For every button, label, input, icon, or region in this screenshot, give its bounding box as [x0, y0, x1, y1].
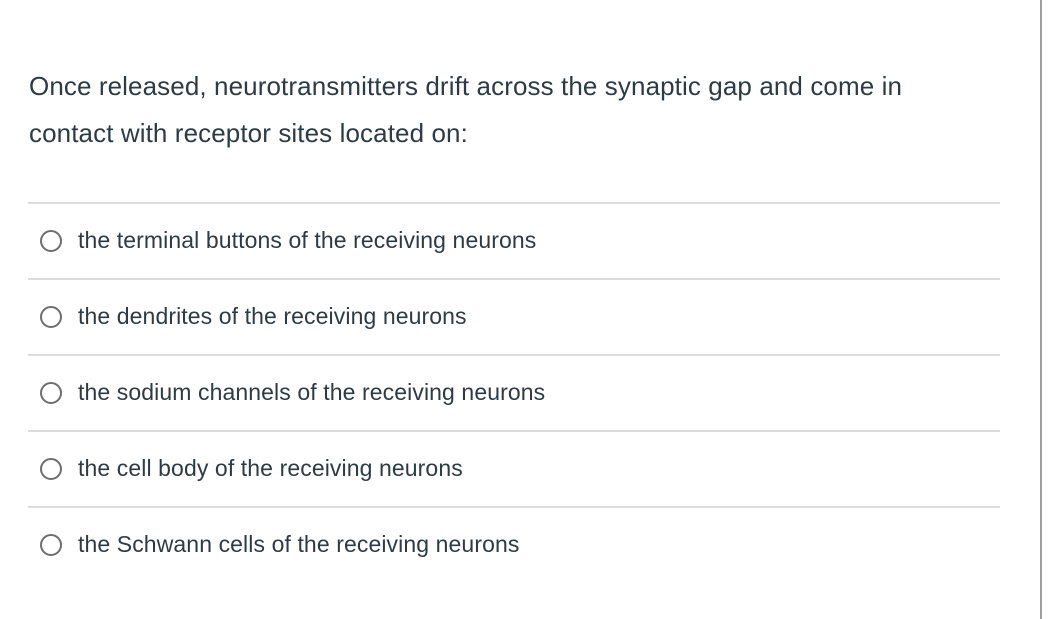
answer-option[interactable]: the cell body of the receiving neurons	[28, 430, 1000, 506]
option-label: the sodium channels of the receiving neu…	[78, 379, 546, 406]
option-label: the cell body of the receiving neurons	[78, 455, 463, 482]
option-label: the dendrites of the receiving neurons	[78, 303, 467, 330]
pane-border	[1040, 0, 1042, 619]
question-block: Once released, neurotransmitters drift a…	[29, 63, 979, 157]
answer-option[interactable]: the dendrites of the receiving neurons	[28, 278, 1000, 354]
option-label: the terminal buttons of the receiving ne…	[78, 227, 537, 254]
radio-button[interactable]	[40, 534, 62, 556]
radio-button[interactable]	[40, 306, 62, 328]
radio-button[interactable]	[40, 230, 62, 252]
answer-option[interactable]: the sodium channels of the receiving neu…	[28, 354, 1000, 430]
radio-button[interactable]	[40, 382, 62, 404]
radio-button[interactable]	[40, 458, 62, 480]
answer-options-list: the terminal buttons of the receiving ne…	[28, 202, 1000, 582]
option-label: the Schwann cells of the receiving neuro…	[78, 531, 520, 558]
question-text: Once released, neurotransmitters drift a…	[29, 71, 903, 148]
answer-option[interactable]: the Schwann cells of the receiving neuro…	[28, 506, 1000, 582]
answer-option[interactable]: the terminal buttons of the receiving ne…	[28, 202, 1000, 278]
